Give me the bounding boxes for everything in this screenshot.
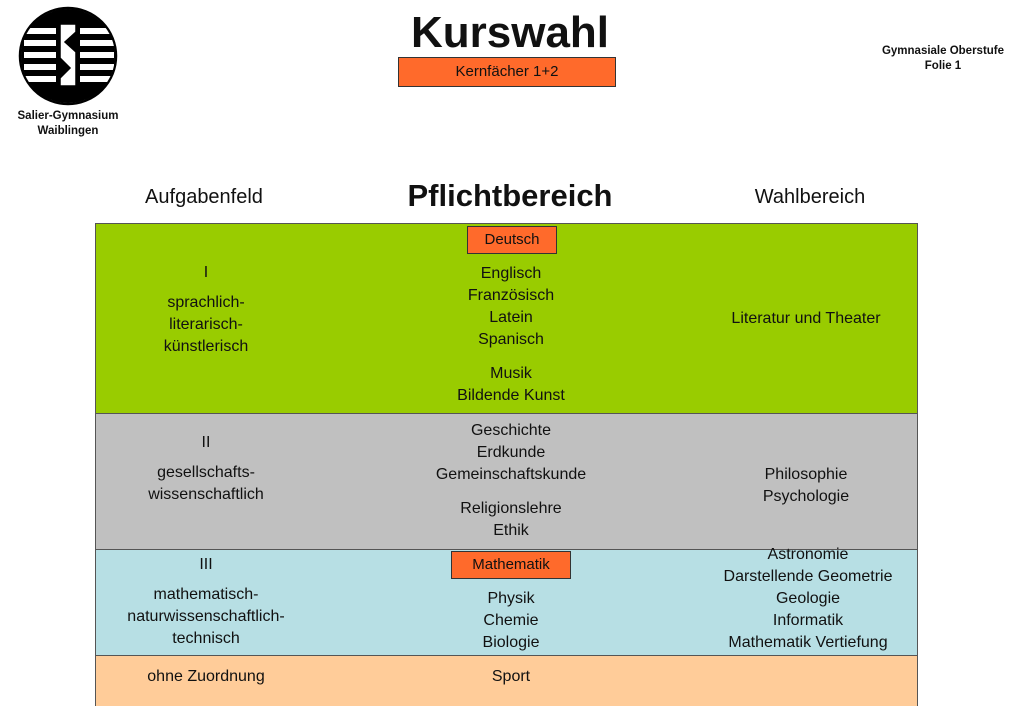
slide-info-line2: Folie 1 [924,60,962,72]
field-line: ohne Zuordnung [147,668,265,685]
elective: Philosophie [764,466,848,483]
wahl-cell-2: Philosophie Psychologie [696,464,916,508]
row-field-1: I sprachlich- literarisch- künstlerisch … [96,224,917,414]
elective: Astronomie [767,546,849,563]
elective: Darstellende Geometrie [723,568,893,585]
field-number: I [203,264,209,281]
subject: Religionslehre [460,500,562,517]
pflicht-cell-2: Geschichte Erdkunde Gemeinschaftskunde R… [391,420,631,542]
subject: Biologie [482,634,540,651]
column-header-wahlbereich: Wahlbereich [754,186,866,208]
subject: Englisch [480,265,542,282]
wahl-cell-3: Astronomie Darstellende Geometrie Geolog… [696,544,920,654]
field-cell-2: II gesellschafts- wissenschaftlich [106,432,306,506]
field-line: naturwissenschaftlich- [127,608,285,625]
subject: Musik [490,365,532,382]
slide-info: Gymnasiale Oberstufe Folie 1 [868,44,1018,74]
field-line: mathematisch- [153,586,259,603]
subtitle-badge: Kernfächer 1+2 [398,57,616,87]
school-name-line2: Waiblingen [37,125,99,137]
page-title: Kurswahl [410,8,610,57]
elective: Informatik [772,612,844,629]
subject: Bildende Kunst [457,387,565,404]
field-line: wissenschaftlich [148,486,264,503]
row-no-field: ohne Zuordnung Sport [96,656,917,706]
school-name: Salier-Gymnasium Waiblingen [0,109,136,139]
subject: Geschichte [470,422,552,439]
subject: Latein [489,309,533,326]
elective: Psychologie [762,488,850,505]
subject: Physik [487,590,535,607]
subject: Ethik [493,522,529,539]
school-logo-icon [18,6,118,106]
row-field-3: III mathematisch- naturwissenschaftlich-… [96,546,917,656]
field-line: literarisch- [169,316,243,333]
subject: Französisch [467,287,555,304]
wahl-cell-1: Literatur und Theater [696,308,916,330]
field-cell-1: I sprachlich- literarisch- künstlerisch [106,262,306,358]
field-line: sprachlich- [167,294,245,311]
slide-info-line1: Gymnasiale Oberstufe [881,45,1005,57]
field-number: II [201,434,211,451]
field-line: künstlerisch [163,338,249,355]
row-field-2: II gesellschafts- wissenschaftlich Gesch… [96,414,917,550]
pflicht-cell-4: Sport [391,666,631,688]
subject: Spanisch [478,331,544,348]
school-name-line1: Salier-Gymnasium [17,110,119,122]
subject: Sport [491,668,531,685]
column-header-pflichtbereich: Pflichtbereich [407,178,613,213]
subject: Chemie [483,612,539,629]
elective: Literatur und Theater [731,310,881,327]
subject: Gemeinschaftskunde [435,466,587,483]
field-cell-4: ohne Zuordnung [106,666,306,688]
subject: Erdkunde [476,444,546,461]
elective: Geologie [775,590,841,607]
pflicht-cell-3: Physik Chemie Biologie [391,588,631,654]
field-line: gesellschafts- [157,464,255,481]
core-subject-badge-deutsch: Deutsch [467,226,557,254]
column-header-aufgabenfeld: Aufgabenfeld [145,186,263,208]
core-subject-badge-mathematik: Mathematik [451,551,571,579]
course-table: I sprachlich- literarisch- künstlerisch … [95,223,918,706]
elective: Mathematik Vertiefung [728,634,888,651]
field-number: III [199,556,213,573]
field-line: technisch [172,630,240,647]
field-cell-3: III mathematisch- naturwissenschaftlich-… [106,554,306,650]
pflicht-cell-1: Englisch Französisch Latein Spanisch Mus… [391,263,631,407]
